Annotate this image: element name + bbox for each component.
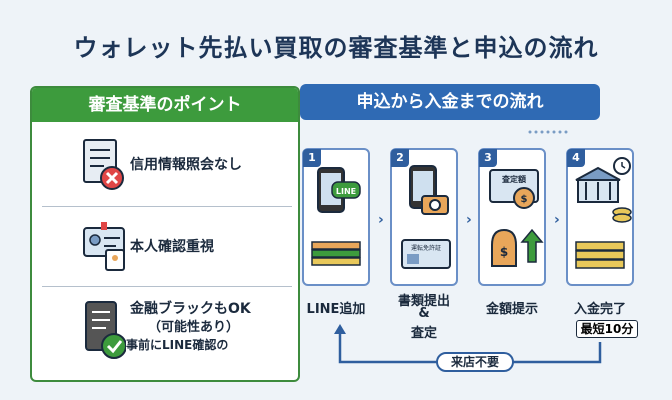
- criteria-label: 金融ブラックもOK: [130, 301, 251, 317]
- id-card-icon: [83, 222, 125, 271]
- step-number: 2: [391, 149, 409, 167]
- criteria-sublabel: （可能性あり）: [148, 320, 240, 335]
- chevron-right-icon: ›: [378, 212, 384, 228]
- checklist-icon: [85, 301, 126, 359]
- svg-text:$: $: [500, 245, 508, 259]
- step-card-1: 1 LINE: [302, 148, 370, 286]
- criteria-note: 事前にLINE確認の: [126, 338, 229, 352]
- appraisal-text: 査定額: [501, 174, 526, 184]
- step-label-4: 入金完了: [573, 302, 626, 317]
- fastest-time-badge: 最短10分: [576, 320, 638, 338]
- criteria-item-blacklist: 金融ブラックもOK （可能性あり） 事前にLINE確認の: [32, 290, 298, 380]
- no-visit-badge: 来店不要: [436, 352, 514, 372]
- bank-coins-icon: [575, 157, 632, 269]
- smartphone-line-icon: LINE: [311, 167, 361, 266]
- criteria-panel: 審査基準のポイント 信用情報照会なし 本人確認重視: [30, 86, 300, 382]
- step-label-2-line3: 査定: [410, 326, 437, 341]
- criteria-item-credit: 信用情報照会なし: [32, 128, 298, 202]
- chevron-right-icon: ›: [554, 212, 560, 228]
- step-number: 1: [303, 149, 321, 167]
- step-label-2-line1: 書類提出: [397, 294, 450, 309]
- step-number: 3: [479, 149, 497, 167]
- step-label-1: LINE追加: [306, 302, 366, 317]
- chevron-right-icon: ›: [466, 212, 472, 228]
- page-title: ウォレット先払い買取の審査基準と申込の流れ: [73, 34, 599, 62]
- divider: [42, 286, 292, 287]
- license-text: 運転免許証: [411, 244, 441, 252]
- divider: [42, 206, 292, 207]
- step-card-3: 3 査定額 $ $: [478, 148, 546, 286]
- step-label-2-line2: &: [418, 306, 430, 321]
- document-cross-icon: [83, 139, 124, 190]
- svg-text:$: $: [521, 194, 528, 205]
- flow-header: 申込から入金までの流れ: [300, 84, 600, 120]
- criteria-header: 審査基準のポイント: [32, 88, 298, 122]
- line-icon-text: LINE: [336, 187, 356, 196]
- criteria-label: 本人確認重視: [130, 239, 214, 255]
- step-number: 4: [567, 149, 585, 167]
- document-camera-icon: 運転免許証: [401, 165, 451, 269]
- step-card-2: 2 運転免許証: [390, 148, 458, 286]
- appraisal-money-icon: 査定額 $ $: [489, 169, 544, 267]
- step-card-4: 4: [566, 148, 634, 286]
- step-label-3: 金額提示: [485, 302, 538, 317]
- criteria-item-identity: 本人確認重視: [32, 210, 298, 284]
- criteria-label: 信用情報照会なし: [130, 157, 242, 173]
